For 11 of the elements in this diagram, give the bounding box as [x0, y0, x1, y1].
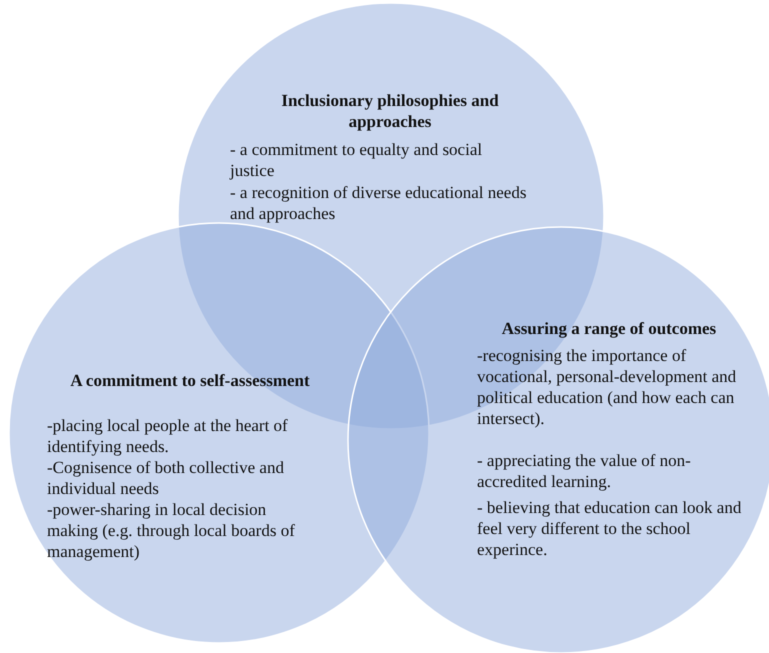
bullet-text: - a commitment to equalty and social justice	[230, 139, 484, 181]
bullet-text: -Cognisence of both collective and individual needs	[47, 457, 285, 499]
bullet-text: -recognising the importance of vocational, personal-development and political education (and how each can intersect).	[477, 345, 738, 429]
bullet-text: - appreciating the value of non-accredited learning.	[477, 450, 692, 492]
circle-heading: A commitment to self-assessment	[70, 370, 310, 391]
circle-heading: Inclusionary philosophies and approaches	[280, 90, 500, 132]
bullet-text: - believing that education can look and feel very different to the school experince.	[477, 497, 742, 560]
bullet-text: - a recognition of diverse educational needs and approaches	[230, 182, 528, 224]
circle-heading: Assuring a range of outcomes	[500, 318, 718, 339]
bullet-text: -placing local people at the heart of identifying needs.	[47, 415, 289, 457]
bullet-text: -power-sharing in local decision making (e.g. through local boards of management)	[47, 499, 296, 562]
